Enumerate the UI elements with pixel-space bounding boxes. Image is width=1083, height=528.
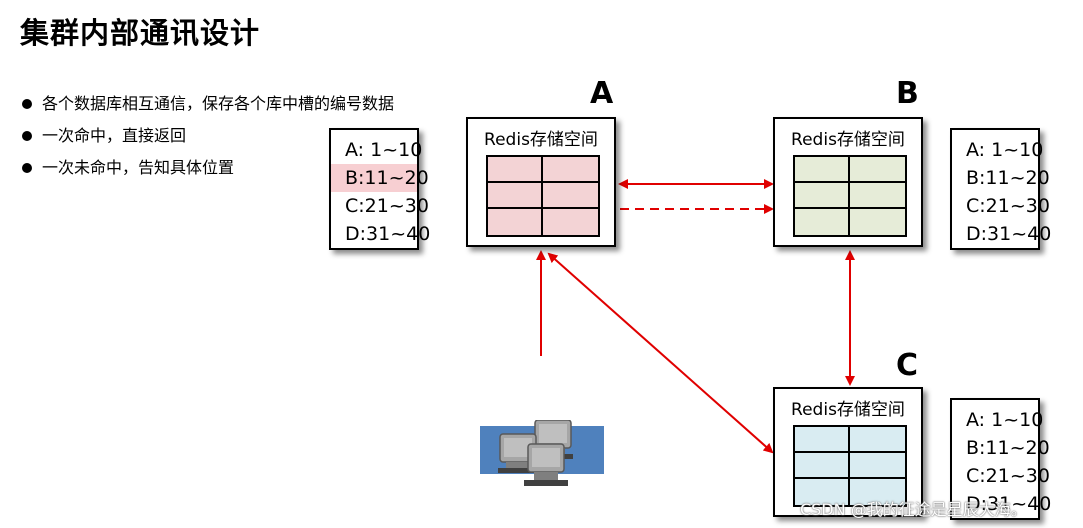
node-letter-c: C: [896, 348, 919, 383]
slot-grid: [486, 155, 600, 237]
bullet-list: 各个数据库相互通信，保存各个库中槽的编号数据 一次命中，直接返回 一次未命中，告…: [20, 88, 394, 184]
slot-grid: [793, 425, 907, 507]
computer-icon: [524, 443, 568, 486]
slot-row: C:21~30: [966, 195, 1050, 217]
redis-node-c: Redis存储空间: [773, 387, 923, 517]
slot-row: C:21~30: [345, 195, 429, 217]
bullet-item: 各个数据库相互通信，保存各个库中槽的编号数据: [20, 88, 394, 120]
slot-table-b: A: 1~10 B:11~20 C:21~30 D:31~40: [950, 128, 1052, 250]
bullet-item: 一次未命中，告知具体位置: [20, 152, 394, 184]
slot-table-c: A: 1~10 B:11~20 C:21~30 D:31~40: [950, 398, 1052, 520]
slot-row: A: 1~10: [345, 139, 423, 161]
node-letter-b: B: [896, 76, 919, 111]
slot-row: D:31~40: [966, 223, 1052, 245]
slot-row: D:31~40: [345, 223, 431, 245]
slot-row: D:31~40: [966, 493, 1052, 515]
page-title: 集群内部通讯设计: [20, 16, 261, 50]
node-label: Redis存储空间: [791, 130, 905, 150]
slot-row: B:11~20: [966, 437, 1050, 459]
slot-row: B:11~20: [966, 167, 1050, 189]
client-computers-icon: [480, 420, 604, 486]
node-label: Redis存储空间: [791, 400, 905, 420]
redis-node-a: Redis存储空间: [466, 117, 616, 247]
bullet-item: 一次命中，直接返回: [20, 120, 394, 152]
redis-node-b: Redis存储空间: [773, 117, 923, 247]
arrow-a-c: [547, 252, 774, 454]
slot-row: A: 1~10: [966, 139, 1044, 161]
slot-row: C:21~30: [966, 465, 1050, 487]
csdn-watermark: CSDN @我的征途是星辰大海。: [800, 500, 1027, 519]
slot-table-a: A: 1~10 B:11~20 C:21~30 D:31~40: [329, 128, 431, 250]
slot-row: A: 1~10: [966, 409, 1044, 431]
slot-row: B:11~20: [331, 164, 429, 192]
node-letter-a: A: [590, 76, 614, 111]
slot-grid: [793, 155, 907, 237]
node-label: Redis存储空间: [484, 130, 598, 150]
